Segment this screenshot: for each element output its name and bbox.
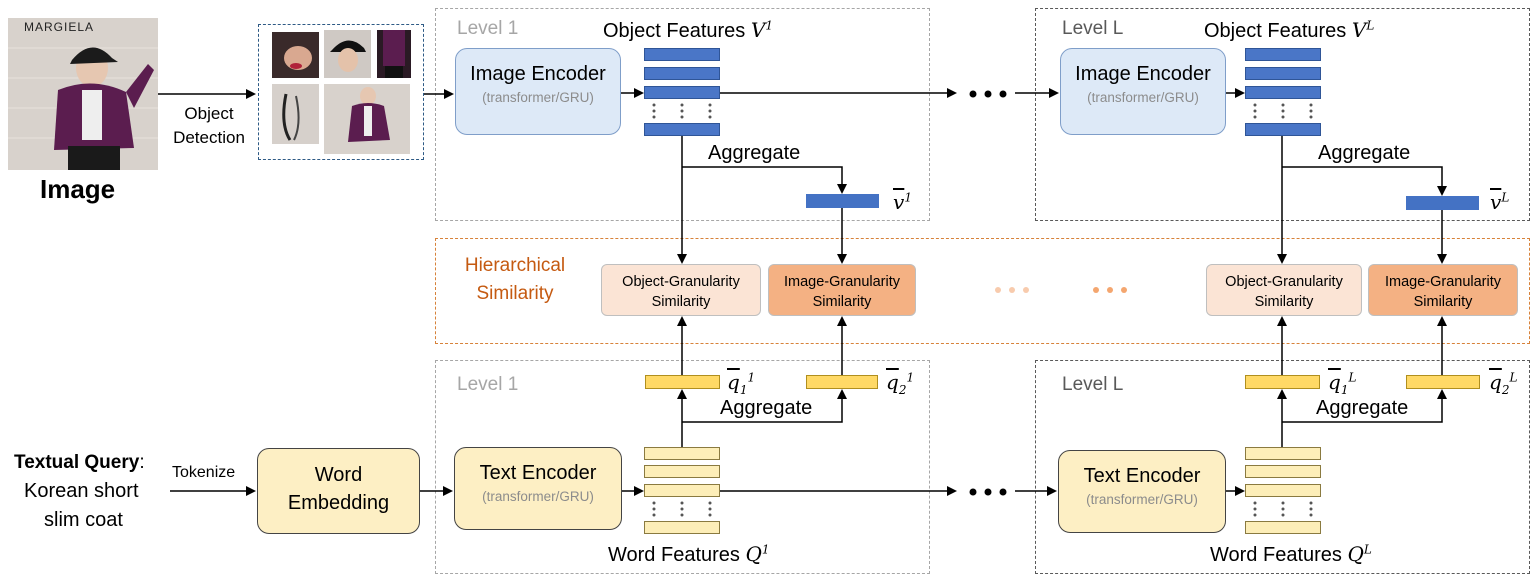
detected-objects-box <box>258 24 424 160</box>
word-feature-bar <box>644 447 720 460</box>
aggregated-word-feature-q2-1 <box>806 375 878 389</box>
object-feature-bar <box>644 123 720 136</box>
word-features-1-label: Word Features Q1 <box>608 542 770 567</box>
word-features-L-text: Word Features <box>1210 544 1342 566</box>
object-features-L-text: Object Features <box>1204 20 1347 42</box>
object-features-1-text: Object Features <box>603 20 746 42</box>
object-feature-bar <box>644 86 720 99</box>
crop-person <box>324 84 410 154</box>
tokenize-label: Tokenize <box>172 464 236 481</box>
aggregated-word-feature-q1-1 <box>645 375 720 389</box>
text-encoder-L: Text Encoder (transformer/GRU) <box>1058 450 1226 533</box>
image-granularity-similarity-1: Image-Granularity Similarity <box>768 264 916 316</box>
word-embedding-line1: Word <box>314 464 363 486</box>
vL-symbol: VL <box>1351 18 1375 42</box>
crop-head <box>324 30 371 78</box>
feature-dots <box>1253 103 1313 119</box>
feature-dots <box>1253 501 1313 517</box>
object-feature-bar <box>1245 86 1321 99</box>
text-level-1-label: Level 1 <box>457 374 519 395</box>
object-detection-label: Object Detection <box>164 102 254 150</box>
aggregated-object-feature-1 <box>806 194 879 208</box>
q1-1-symbol: q11 <box>727 370 756 397</box>
image-encoder-1-subtitle: (transformer/GRU) <box>482 90 594 105</box>
feature-dots <box>652 103 712 119</box>
image-sim-L-text: Image-Granularity Similarity <box>1384 274 1502 310</box>
hierarchical-similarity-box <box>435 238 1530 344</box>
hierarchical-similarity-text: Hierarchical Similarity <box>464 255 566 304</box>
textual-query-line1: Korean short <box>24 480 139 502</box>
q2-1-symbol: q21 <box>886 370 915 397</box>
image-encoder-1: Image Encoder (transformer/GRU) <box>455 48 621 135</box>
aggregated-object-feature-L <box>1406 196 1479 210</box>
object-granularity-similarity-1: Object-Granularity Similarity <box>601 264 761 316</box>
object-feature-bar <box>1245 123 1321 136</box>
object-feature-bar <box>1245 48 1321 61</box>
hierarchical-similarity-label: Hierarchical Similarity <box>450 252 580 308</box>
word-features-L-label: Word Features QL <box>1210 542 1372 567</box>
feature-dots <box>652 501 712 517</box>
qL-symbol: QL <box>1347 542 1372 566</box>
object-features-1-label: Object Features V1 <box>603 18 773 43</box>
word-embedding-box: Word Embedding <box>257 448 420 534</box>
text-encoder-L-title: Text Encoder <box>1083 465 1201 487</box>
image-encoder-L: Image Encoder (transformer/GRU) <box>1060 48 1226 135</box>
v-bar-L-symbol: vL <box>1490 190 1510 214</box>
similarity-ellipsis <box>995 287 1127 293</box>
object-feature-bar <box>1245 67 1321 80</box>
image-level-L-label: Level L <box>1062 18 1124 39</box>
q2-L-symbol: q2L <box>1489 370 1518 397</box>
object-feature-bar <box>644 67 720 80</box>
input-image: MARGIELA <box>8 18 158 170</box>
image-caption: Image <box>40 174 116 204</box>
aggregate-text-1: Aggregate <box>720 397 813 419</box>
image-encoder-1-title: Image Encoder <box>470 63 606 85</box>
v-bar-1-symbol: v1 <box>893 190 912 214</box>
word-feature-bar <box>644 465 720 478</box>
brand-text: MARGIELA <box>24 20 95 34</box>
object-detection-text: Object Detection <box>173 104 245 147</box>
textual-query-label: Textual Query: <box>14 452 145 473</box>
word-embedding-line2: Embedding <box>287 492 390 514</box>
word-feature-bar <box>1245 465 1321 478</box>
crop-shorts <box>377 30 411 78</box>
image-level-1-label: Level 1 <box>457 18 519 39</box>
text-encoder-1: Text Encoder (transformer/GRU) <box>454 447 622 530</box>
word-feature-bar <box>644 484 720 497</box>
v1-symbol: V1 <box>750 18 773 42</box>
aggregated-word-feature-q1-L <box>1245 375 1320 389</box>
crop-face <box>272 32 319 78</box>
text-encoder-1-subtitle: (transformer/GRU) <box>482 489 594 504</box>
object-feature-bar <box>644 48 720 61</box>
aggregate-image-1: Aggregate <box>708 142 801 164</box>
word-feature-bar <box>1245 521 1321 534</box>
object-granularity-similarity-L: Object-Granularity Similarity <box>1206 264 1362 316</box>
aggregate-image-L: Aggregate <box>1318 142 1411 164</box>
image-granularity-similarity-L: Image-Granularity Similarity <box>1368 264 1518 316</box>
textual-query-line2: slim coat <box>44 509 123 531</box>
word-feature-bar <box>1245 484 1321 497</box>
word-feature-bar <box>1245 447 1321 460</box>
word-features-1-text: Word Features <box>608 544 740 566</box>
word-feature-bar <box>644 521 720 534</box>
text-level-L-label: Level L <box>1062 374 1124 395</box>
q1-symbol: Q1 <box>745 542 770 566</box>
image-encoder-L-subtitle: (transformer/GRU) <box>1087 90 1199 105</box>
text-encoder-L-subtitle: (transformer/GRU) <box>1086 492 1198 507</box>
object-sim-1-text: Object-Granularity Similarity <box>622 274 740 310</box>
object-sim-L-text: Object-Granularity Similarity <box>1225 274 1343 310</box>
q1-L-symbol: q1L <box>1328 370 1357 397</box>
person-photo-icon <box>8 18 158 170</box>
image-encoder-L-title: Image Encoder <box>1075 63 1211 85</box>
image-sim-1-text: Image-Granularity Similarity <box>783 274 901 310</box>
detection-arrow <box>158 89 256 99</box>
aggregated-word-feature-q2-L <box>1406 375 1480 389</box>
crop-bag <box>272 84 319 144</box>
text-encoder-1-title: Text Encoder <box>479 462 597 484</box>
textual-query-title: Textual Query <box>14 452 140 473</box>
aggregate-text-L: Aggregate <box>1316 397 1409 419</box>
object-features-L-label: Object Features VL <box>1204 18 1374 43</box>
